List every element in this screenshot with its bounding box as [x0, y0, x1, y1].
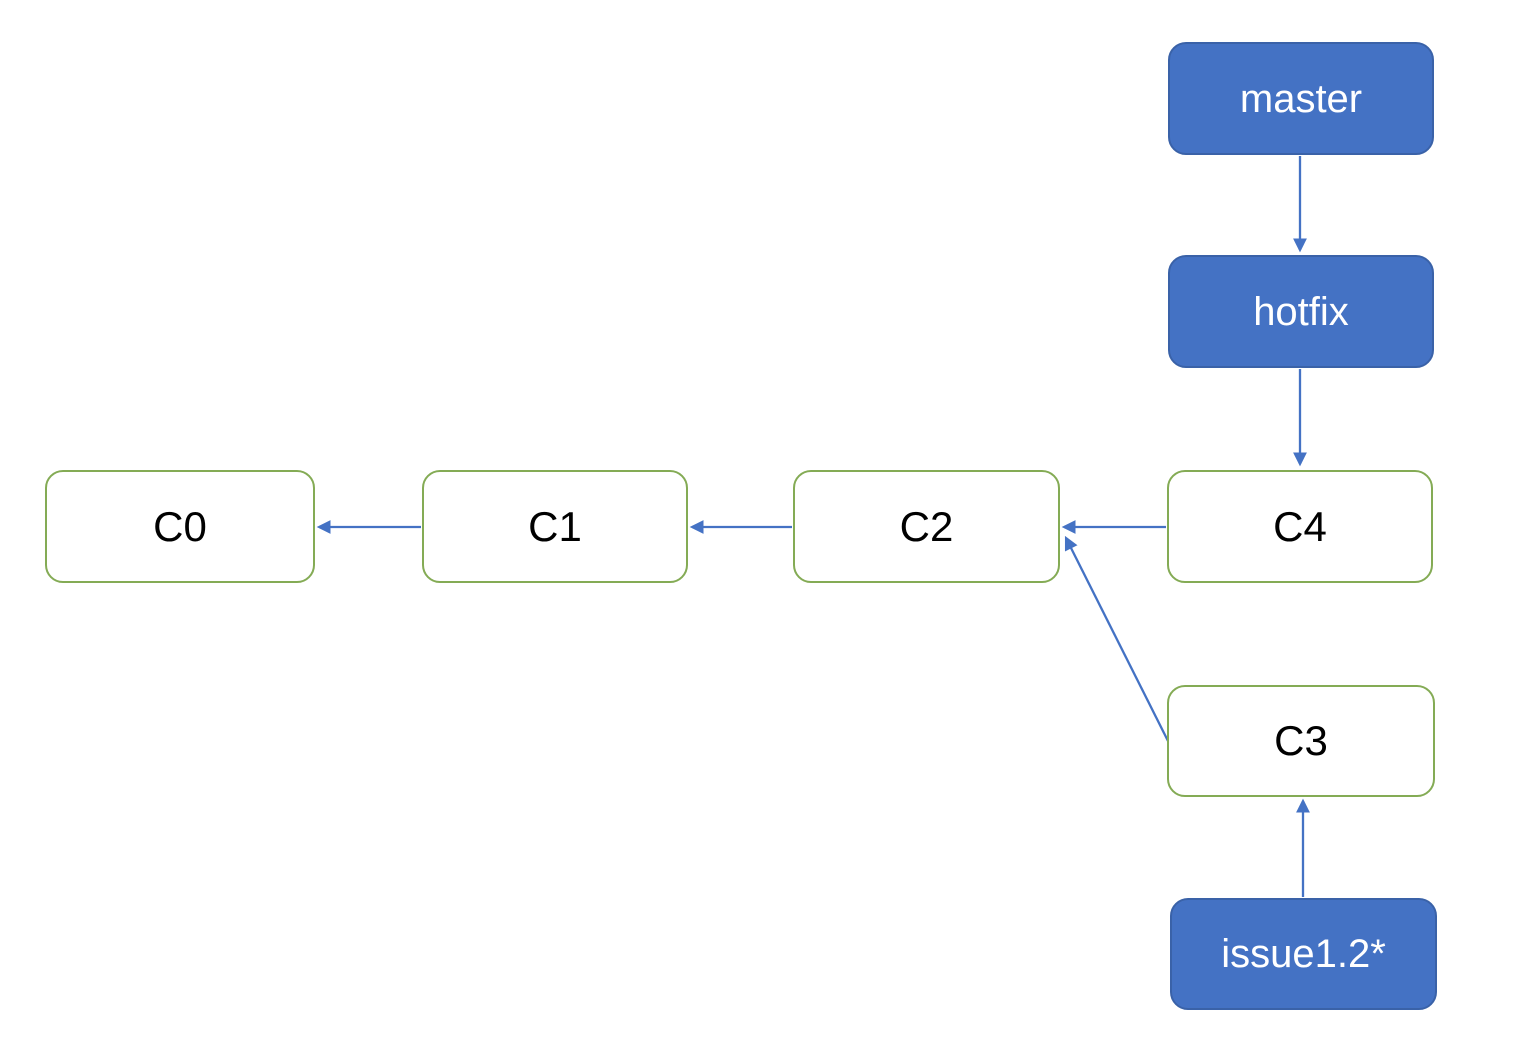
commit-label-c0: C0 — [153, 502, 207, 550]
commit-node-c4: C4 — [1167, 470, 1433, 583]
commit-node-c3: C3 — [1167, 685, 1435, 797]
branch-label-hotfix: hotfix — [1253, 289, 1349, 334]
branch-label-issue12: issue1.2* — [1221, 932, 1386, 976]
branch-label-master: master — [1239, 76, 1363, 121]
commit-node-c1: C1 — [422, 470, 688, 583]
commit-label-c2: C2 — [899, 502, 954, 550]
edge-c3-to-c2 — [1064, 535, 1170, 742]
commit-node-c0: C0 — [45, 470, 315, 583]
branch-node-issue12: issue1.2* — [1170, 898, 1437, 1010]
branch-node-master: master — [1168, 42, 1434, 155]
commit-label-c1: C1 — [528, 502, 582, 550]
commit-label-c3: C3 — [1274, 717, 1328, 764]
commit-node-c2: C2 — [793, 470, 1060, 583]
commit-label-c4: C4 — [1273, 502, 1327, 550]
branch-node-hotfix: hotfix — [1168, 255, 1434, 368]
